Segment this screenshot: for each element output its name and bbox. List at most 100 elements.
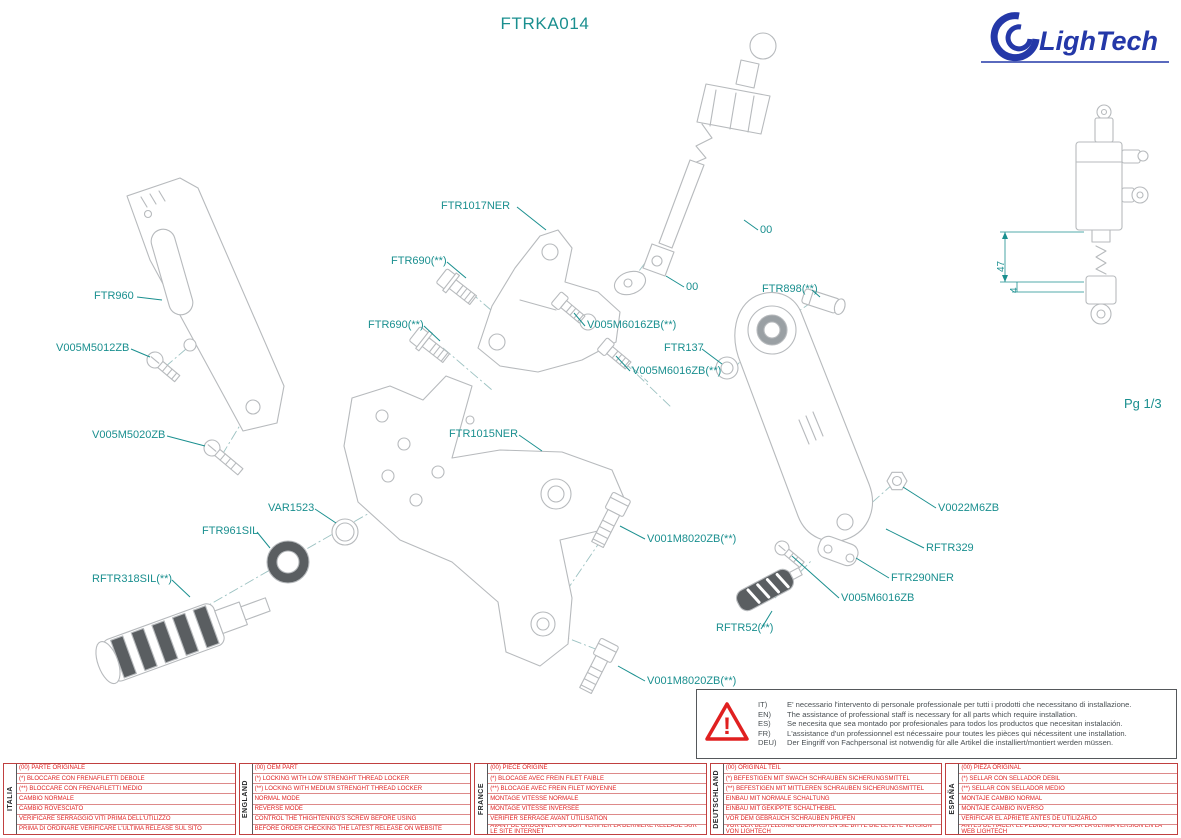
footer-note: ANTES DE HACER EL PEDIDO, VERIFICAR LA U… [961, 824, 1162, 834]
footer-note: REVERSE MODE [252, 805, 471, 815]
footer-note: VOR DER BESTELLUNG ÜBERPRÜFEN SIE BITTE … [725, 824, 932, 834]
footer-note: (**) LOCKING WITH MEDIUM STRENGHT THREAD… [252, 784, 471, 795]
leader-line [446, 261, 467, 279]
leader-line [171, 579, 191, 598]
leader-line [314, 508, 337, 524]
leader-line [518, 434, 543, 452]
leader-line [423, 325, 441, 342]
warning-message: Der Eingriff von Fachpersonal ist notwen… [787, 738, 1114, 748]
footer-note: (*) LOCKING WITH LOW STRENGHT THREAD LOC… [252, 774, 471, 785]
footer-table-france: FRANCE(00) PIECE ORIGINE(*) BLOCAGE AVEC… [474, 763, 707, 835]
footer-note: (00) PARTE ORIGINALE [17, 764, 235, 775]
cap-screw-v001m8020zb-upper [591, 491, 631, 549]
screw-v005m6016zb-lower [774, 540, 805, 568]
footer-note: VERIFICAR EL APRIETE ANTES DE UTILIZARLO [959, 815, 1177, 825]
footer-note: NORMAL MODE [252, 794, 471, 805]
warning-line: EN) The assistance of professional staff … [758, 710, 1169, 719]
svg-text:!: ! [723, 713, 731, 740]
leader-line [743, 219, 759, 231]
warning-message: E' necessario l'intervento di personale … [787, 700, 1132, 710]
footer-table-deutschland: DEUTSCHLAND(00) ORIGINAL TEIL(*) BEFESTI… [709, 763, 943, 835]
warning-language-code: FR) [758, 728, 771, 738]
leader-line [619, 525, 646, 540]
footpeg-sleeve-part [266, 540, 310, 584]
footer-note: CAMBIO ROVESCIATO [17, 805, 235, 815]
footer-note: (*) BEFESTIGEN MIT SWACH SCHRAUBEN SICHE… [723, 774, 942, 785]
footer-note: MONTAGE VITESSE INVERSEE [488, 805, 706, 815]
leader-line [855, 557, 890, 579]
footer-note: MONTAJE CAMBIO INVERSO [959, 805, 1177, 815]
leader-line [791, 555, 840, 599]
main-bracket-part [343, 375, 625, 667]
warning-message: L'assistance d'un professionnel est néce… [787, 728, 1127, 738]
footer-table-espaa: ESPAÑA(00) PIEZA ORIGINAL(*) SELLAR CON … [945, 763, 1178, 835]
drawing-title: FTRKA014 [500, 14, 590, 33]
toe-peg-part [735, 567, 803, 612]
countersunk-screw-v005m5012zb [146, 351, 181, 383]
warning-message: Se necesita que sea montado por profesio… [787, 719, 1123, 729]
footer-note: AVANT DE ORDONNER ON DOIT VERIFIER LA DE… [490, 824, 697, 834]
footer-table-italia: ITALIA(00) PARTE ORIGINALE(*) BLOCCARE C… [3, 763, 236, 835]
warning-language-code: ES) [758, 719, 771, 729]
footer-note: (00) ORIGINAL TEIL [723, 764, 942, 775]
hex-bolt-ftr690-lower [409, 326, 451, 364]
footer-note: VERIFIER SERRAGE AVANT UTILISATION [488, 815, 706, 825]
footer-note: (**) BEFESTIGEN MIT MITTLEREN SCHRAUBEN … [723, 784, 942, 795]
leader-line [811, 289, 821, 298]
leader-line [617, 665, 646, 682]
screw-v005m6016zb-upper [551, 291, 586, 324]
warning-message: The assistance of professional staff is … [787, 709, 1078, 719]
leader-line [573, 312, 586, 327]
hex-nut-part [886, 471, 908, 491]
footer-table-england: ENGLAND(00) OEM PART(*) LOCKING WITH LOW… [238, 763, 472, 835]
footer-language-label: ITALIA [4, 764, 17, 834]
footer-tables: ITALIA(00) PARTE ORIGINALE(*) BLOCCARE C… [3, 763, 1178, 835]
oem-clamp-part [613, 270, 647, 296]
warning-language-code: EN) [758, 709, 772, 719]
footer-note: CONTROL THE THIGHTENING'S SCREW BEFORE U… [252, 815, 471, 825]
leader-line [130, 348, 151, 358]
lever-link-part [817, 535, 859, 567]
footer-note: MONTAGE VITESSE NORMALE [488, 794, 706, 805]
pivot-pin-part [801, 288, 846, 315]
leader-line [885, 528, 925, 549]
shift-lever-part [734, 292, 873, 542]
footer-note: (**) SELLAR CON SELLADOR MEDIO [959, 784, 1177, 795]
leader-line [665, 275, 685, 288]
exploded-diagram [95, 32, 1149, 695]
lightech-logo-text: LighTech [1039, 26, 1158, 56]
heel-guard-part [126, 177, 285, 432]
upper-bracket-part [477, 229, 621, 373]
footer-note: (**) BLOCCARE CON FRENAFILETTI MEDIO [17, 784, 235, 795]
footer-language-label: ENGLAND [240, 764, 253, 834]
leader-line [760, 610, 773, 630]
warning-line: DEU)Der Eingriff von Fachpersonal ist no… [758, 738, 1169, 747]
leader-line [136, 296, 163, 301]
leader-line [902, 486, 937, 509]
screw-v005m6016zb-mid [597, 337, 632, 370]
washer-ftr137 [715, 356, 739, 380]
warning-text: IT) E' necessario l'intervento di persona… [758, 700, 1169, 747]
warning-triangle-icon: ! [704, 701, 750, 748]
leader-line [166, 435, 206, 447]
washer-var1523 [331, 518, 359, 546]
warning-language-code: IT) [758, 700, 768, 710]
dimension-lines [1000, 231, 1084, 293]
warning-line: FR) L'assistance d'un professionnel est n… [758, 729, 1169, 738]
countersunk-screw-v005m5020zb [203, 439, 244, 476]
footer-note: EINBAU MIT NORMALE SCHALTUNG [723, 794, 942, 805]
footer-note: (00) PIECE ORIGINE [488, 764, 706, 775]
footer-note: MONTAJE CAMBIO NORMAL [959, 794, 1177, 805]
warning-box: ! IT) E' necessario l'intervento di perso… [696, 689, 1177, 759]
oem-master-cylinder-part [642, 32, 777, 277]
cap-screw-v001m8020zb-lower [579, 637, 619, 695]
footer-note: (*) BLOCCARE CON FRENAFILETTI DEBOLE [17, 774, 235, 785]
leader-line [516, 206, 547, 231]
lightech-logo-icon: LighTech [981, 12, 1169, 63]
hex-bolt-ftr690-upper [436, 268, 478, 306]
footer-note: VOR DEM GEBRAUCH SCHRAUBEN PRÜFEN [723, 815, 942, 825]
rear-master-cylinder-part [1075, 104, 1149, 325]
footer-note: BEFORE ORDER CHECKING THE LATEST RELEASE… [254, 826, 442, 833]
footer-note: (00) OEM PART [252, 764, 471, 775]
footer-note: (00) PIEZA ORIGINAL [959, 764, 1177, 775]
